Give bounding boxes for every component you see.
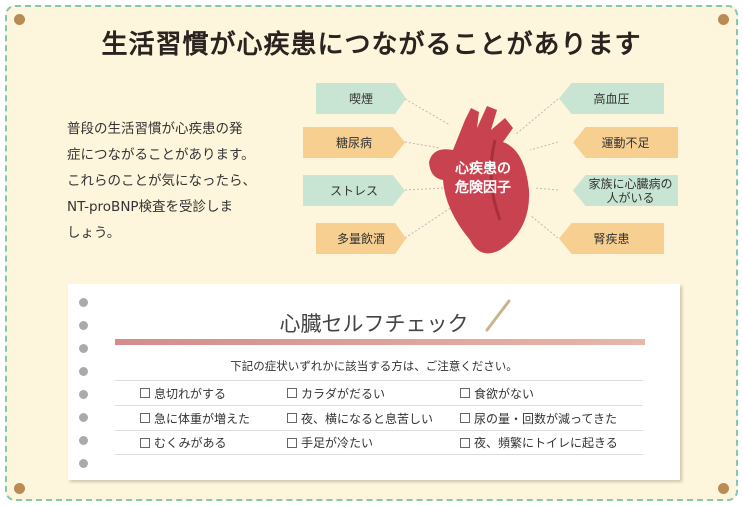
intro-line: これらのことが気になったら、 — [67, 173, 256, 189]
check-notice: 下記の症状いずれかに該当する方は、ご注意ください。 — [230, 359, 518, 373]
binder-hole — [79, 344, 88, 353]
check-label: 夜、頻繁にトイレに起きる — [474, 436, 618, 450]
binder-hole — [79, 367, 88, 376]
heart-label-line: 危険因子 — [455, 180, 511, 196]
pen-icon — [485, 299, 511, 332]
check-label: 食欲がない — [474, 386, 535, 401]
binder-hole — [79, 459, 88, 468]
risk-factor-inactivity: 運動不足 — [573, 127, 678, 158]
risk-factor-hypertension: 高血圧 — [559, 83, 664, 114]
pin-icon — [718, 14, 729, 25]
page-title: 生活習慣が心疾患につながることがあります — [101, 30, 642, 60]
check-item[interactable]: 手足が冷たい — [287, 434, 373, 451]
checkbox[interactable] — [140, 413, 150, 423]
title-underline — [115, 339, 645, 345]
check-item[interactable]: 急に体重が増えた — [140, 410, 250, 427]
intro-line: NT-proBNP検査を受診しま — [67, 199, 234, 215]
checkbox[interactable] — [460, 437, 470, 448]
check-title: 心臓セルフチェック — [279, 312, 469, 336]
checkbox[interactable] — [287, 437, 297, 448]
checkbox[interactable] — [287, 388, 297, 398]
binder-hole — [79, 413, 88, 422]
intro-text: 普段の生活習慣が心疾患の発 症につながることがあります。 これらのことが気になっ… — [67, 116, 282, 246]
check-label: 手足が冷たい — [301, 436, 374, 450]
intro-line: 症につながることがあります。 — [67, 147, 255, 163]
binder-hole — [79, 436, 88, 445]
heart-label-line: 心疾患の — [455, 161, 511, 177]
pin-icon — [14, 14, 25, 25]
checkbox[interactable] — [140, 388, 150, 398]
risk-factor-stress: ストレス — [303, 175, 405, 206]
risk-factor-smoking: 喫煙 — [316, 83, 406, 114]
heart-icon — [429, 106, 530, 254]
check-label: 尿の量・回数が減ってきた — [474, 411, 618, 426]
intro-line: しょう。 — [67, 225, 121, 241]
check-label: 急に体重が増えた — [154, 411, 251, 426]
self-check-card: 心臓セルフチェック 下記の症状いずれかに該当する方は、ご注意ください。 息切れが… — [68, 284, 680, 480]
check-label: カラダがだるい — [301, 386, 386, 401]
check-row: 息切れがする カラダがだるい 食欲がない — [115, 380, 643, 405]
risk-factor-diabetes: 糖尿病 — [303, 127, 405, 158]
check-item[interactable]: 夜、頻繁にトイレに起きる — [460, 434, 618, 451]
risk-factor-kidney: 腎疾患 — [559, 223, 664, 254]
check-item[interactable]: 息切れがする — [140, 385, 226, 402]
risk-factor-alcohol: 多量飲酒 — [316, 223, 406, 254]
check-label: むくみがある — [154, 436, 227, 450]
intro-line: 普段の生活習慣が心疾患の発 — [67, 121, 243, 137]
heart-label: 心疾患の 危険因子 — [443, 160, 523, 198]
binder-hole — [79, 298, 88, 307]
check-row: むくみがある 手足が冷たい 夜、頻繁にトイレに起きる — [115, 430, 643, 455]
checkbox[interactable] — [140, 437, 150, 448]
check-label: 夜、横になると息苦しい — [301, 411, 434, 426]
binder-hole — [79, 390, 88, 399]
checkbox[interactable] — [460, 413, 470, 423]
check-item[interactable]: 食欲がない — [460, 385, 534, 402]
checkbox[interactable] — [460, 388, 470, 398]
checkbox[interactable] — [287, 413, 297, 423]
check-item[interactable]: カラダがだるい — [287, 385, 385, 402]
check-row: 急に体重が増えた 夜、横になると息苦しい 尿の量・回数が減ってきた — [115, 405, 643, 430]
pin-icon — [718, 483, 729, 494]
binder-hole — [79, 321, 88, 330]
check-item[interactable]: 尿の量・回数が減ってきた — [460, 410, 617, 427]
check-label: 息切れがする — [154, 386, 227, 401]
check-item[interactable]: むくみがある — [140, 434, 226, 451]
risk-factor-family-history: 家族に心臓病の人がいる — [573, 175, 678, 206]
check-item[interactable]: 夜、横になると息苦しい — [287, 410, 433, 427]
pin-icon — [14, 483, 25, 494]
